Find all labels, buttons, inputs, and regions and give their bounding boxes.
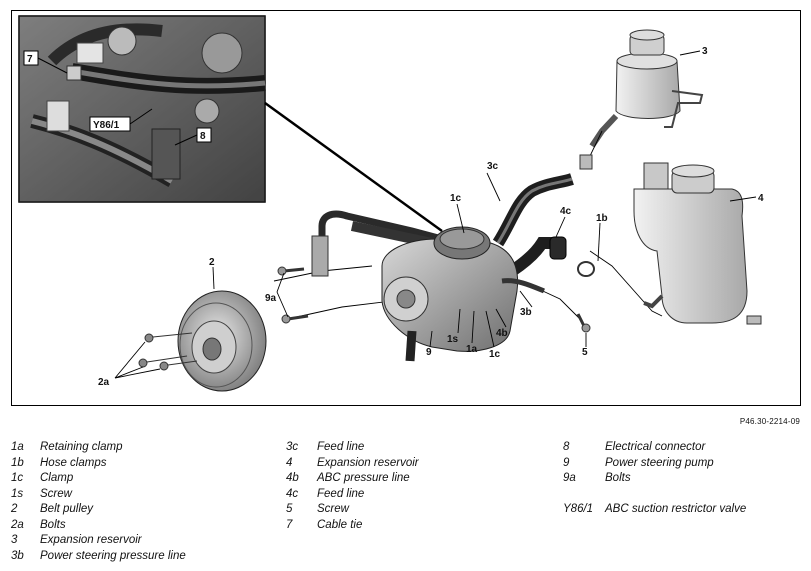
legend-text: Expansion reservoir bbox=[317, 456, 419, 469]
legend-text: Power steering pressure line bbox=[40, 549, 186, 562]
callout-3: 3 bbox=[702, 46, 708, 57]
legend-row: 5 Screw bbox=[286, 502, 419, 518]
diagram-figure: 7 Y86/1 8 bbox=[11, 10, 801, 406]
legend-text: Hose clamps bbox=[40, 456, 107, 469]
legend-text: Retaining clamp bbox=[40, 441, 123, 453]
legend-code: 1a bbox=[11, 441, 24, 453]
legend-text: ABC pressure line bbox=[317, 472, 410, 484]
legend-code: 3c bbox=[286, 441, 299, 453]
power-steering-pump bbox=[381, 226, 545, 362]
legend-row: 3b Power steering pressure line bbox=[11, 549, 186, 565]
callout-4b: 4b bbox=[496, 328, 508, 339]
callout-8: 8 bbox=[200, 131, 206, 142]
callout-7: 7 bbox=[27, 54, 33, 65]
legend-code: 7 bbox=[286, 518, 293, 531]
legend-code: 8 bbox=[563, 441, 570, 453]
pressure-line bbox=[318, 210, 443, 251]
callout-3c: 3c bbox=[487, 161, 499, 172]
legend-code: 4c bbox=[286, 487, 299, 500]
legend-code: Y86/1 bbox=[563, 503, 594, 515]
belt-pulley bbox=[177, 290, 267, 392]
legend-code: 1s bbox=[11, 487, 24, 500]
legend-row: 1c Clamp bbox=[11, 471, 186, 487]
expansion-reservoir-4 bbox=[633, 162, 762, 325]
legend-row: 4c Feed line bbox=[286, 487, 419, 503]
legend-text: Power steering pump bbox=[605, 456, 714, 469]
legend-row: 3c Feed line bbox=[286, 440, 419, 456]
legend-code: 5 bbox=[286, 503, 293, 515]
legend-column-3: 8 Electrical connector 9 Power steering pum… bbox=[563, 440, 746, 518]
legend-code: 3 bbox=[11, 534, 18, 546]
legend-text: Electrical connector bbox=[605, 441, 706, 453]
legend-row: 1b Hose clamps bbox=[11, 456, 186, 472]
legend-text: Expansion reservoir bbox=[40, 534, 142, 546]
inset-pointer-line bbox=[264, 101, 443, 233]
legend-code: 9a bbox=[563, 472, 576, 484]
legend-text: Feed line bbox=[317, 487, 365, 500]
legend-row: 1a Retaining clamp bbox=[11, 440, 186, 456]
legend-code: 9 bbox=[563, 456, 570, 469]
callout-2a: 2a bbox=[98, 377, 110, 388]
legend-text: Feed line bbox=[317, 441, 365, 453]
callout-9a: 9a bbox=[265, 293, 277, 304]
callout-5: 5 bbox=[582, 347, 588, 358]
diagram-drawing: 7 Y86/1 8 bbox=[18, 15, 764, 392]
legend-code: 2a bbox=[11, 518, 24, 531]
legend-row: 4b ABC pressure line bbox=[286, 471, 419, 487]
legend-row: 9a Bolts bbox=[563, 471, 746, 487]
feed-line-4c bbox=[508, 237, 554, 276]
legend-code: 4 bbox=[286, 456, 293, 469]
callout-3b: 3b bbox=[520, 307, 532, 318]
legend-code: 1b bbox=[11, 456, 24, 469]
legend-code: 1c bbox=[11, 472, 24, 484]
legend-row: 4 Expansion reservoir bbox=[286, 456, 419, 472]
expansion-reservoir-3 bbox=[589, 29, 704, 148]
callout-2: 2 bbox=[209, 257, 215, 268]
legend-text: Belt pulley bbox=[40, 503, 94, 515]
bolts-9a bbox=[277, 266, 309, 324]
legend-text: Cable tie bbox=[317, 518, 363, 531]
callout-y86-1: Y86/1 bbox=[93, 120, 120, 131]
callout-1a: 1a bbox=[466, 344, 478, 355]
callout-9: 9 bbox=[426, 347, 432, 358]
inset-label-y86: Y86/1 bbox=[89, 108, 153, 132]
legend-row bbox=[563, 487, 746, 503]
callout-4: 4 bbox=[758, 193, 764, 204]
legend-text: ABC suction restrictor valve bbox=[605, 503, 747, 515]
legend-code: 2 bbox=[11, 503, 18, 515]
legend-text: Screw bbox=[317, 503, 349, 515]
legend-text: Bolts bbox=[40, 518, 66, 531]
legend-code: 3b bbox=[11, 549, 24, 562]
leader-lines bbox=[114, 172, 601, 379]
legend-row: 7 Cable tie bbox=[286, 518, 419, 534]
callout-4c: 4c bbox=[560, 206, 572, 217]
legend-column-1: 1a Retaining clamp 1b Hose clamps 1c Clamp 1s S… bbox=[11, 440, 186, 564]
legend-row: 2a Bolts bbox=[11, 518, 186, 534]
screw-5 bbox=[576, 313, 591, 333]
legend-row: 2 Belt pulley bbox=[11, 502, 186, 518]
figure-reference: P46.30-2214-09 bbox=[739, 417, 800, 426]
legend-text: Bolts bbox=[605, 472, 631, 484]
legend-row: 9 Power steering pump bbox=[563, 456, 746, 472]
callout-1s: 1s bbox=[447, 334, 459, 345]
callout-1c-bottom: 1c bbox=[489, 349, 501, 360]
legend-row: Y86/1 ABC suction restrictor valve bbox=[563, 502, 746, 518]
legend-row: 3 Expansion reservoir bbox=[11, 533, 186, 549]
bolts-2a bbox=[138, 332, 198, 371]
legend-text: Screw bbox=[40, 487, 72, 500]
legend-row: 8 Electrical connector bbox=[563, 440, 746, 456]
legend-text: Clamp bbox=[40, 472, 74, 484]
inset-label-7: 7 bbox=[23, 50, 68, 74]
callout-1c-top: 1c bbox=[450, 193, 462, 204]
legend-code: 4b bbox=[286, 472, 299, 484]
legend-row: 1s Screw bbox=[11, 487, 186, 503]
inset-label-8: 8 bbox=[174, 127, 212, 146]
inset-photo bbox=[18, 15, 266, 203]
callout-1b: 1b bbox=[596, 213, 608, 224]
